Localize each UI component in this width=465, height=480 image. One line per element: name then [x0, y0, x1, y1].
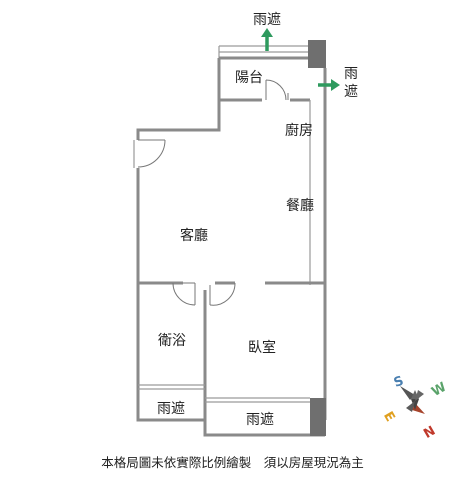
compass-s: S	[392, 374, 406, 391]
awning-label-top: 雨遮	[253, 12, 281, 28]
room-label-dining: 餐廳	[286, 197, 314, 214]
room-label-bedroom: 臥室	[248, 339, 276, 356]
outer-walls	[136, 56, 327, 437]
pillar-top-right	[308, 40, 326, 68]
awning-label-right-2: 遮	[344, 84, 358, 100]
compass-w: W	[429, 380, 449, 400]
room-label-living: 客廳	[180, 227, 208, 244]
bedroom-door	[209, 282, 236, 306]
compass-n: N	[421, 423, 438, 441]
awning-label-right-1: 雨	[344, 66, 358, 82]
awning-label-bottom-left: 雨遮	[157, 401, 185, 417]
compass-e: E	[380, 409, 397, 424]
compass-icon: S W E N	[380, 374, 449, 442]
room-label-balcony: 陽台	[235, 70, 263, 86]
entrance-door	[133, 139, 166, 168]
awning-label-bottom-right: 雨遮	[246, 412, 274, 428]
room-label-kitchen: 廚房	[285, 122, 313, 139]
arrow-right-icon	[318, 79, 340, 91]
bathroom-door	[172, 282, 196, 306]
pillar-bottom-right	[310, 398, 326, 436]
disclaimer-text: 本格局圖未依實際比例繪製 須以房屋現況為主	[101, 455, 364, 470]
balcony-door	[265, 79, 289, 101]
room-label-bathroom: 衛浴	[158, 333, 186, 349]
arrow-up-icon	[261, 28, 273, 51]
